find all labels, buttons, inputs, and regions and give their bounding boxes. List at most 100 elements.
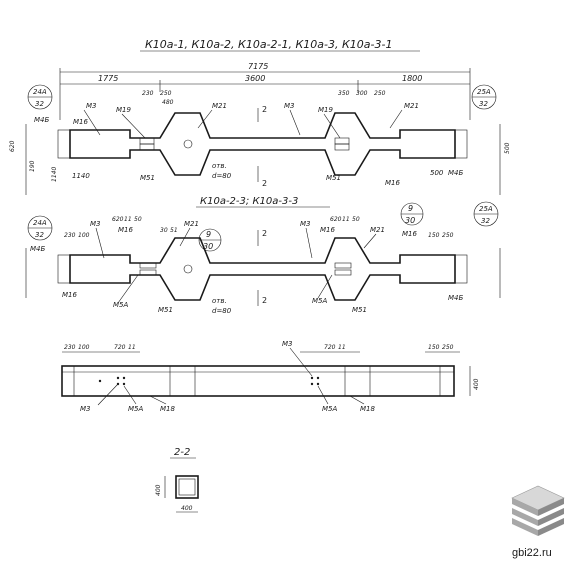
mid-d3: 50 (134, 216, 142, 223)
callout-5-top: 9 (408, 204, 413, 213)
dim-right: 1800 (402, 74, 422, 83)
section-2-2: 2-2 400 400 (155, 447, 199, 513)
dim-h1: 620 (9, 140, 16, 152)
plan-d3-r: 720 (324, 344, 336, 351)
label-m16-mid: М16 (118, 226, 133, 234)
mid-d7: 250 (442, 232, 454, 239)
callout-3-bot: 30 (203, 242, 213, 251)
callout-2-top: 25А (477, 88, 491, 96)
plan-d4-r: 11 (338, 344, 346, 351)
label-hole-d-mid: d=80 (212, 307, 232, 315)
dim-d5: 300 (356, 90, 368, 97)
label-m16-top-r: М16 (385, 179, 400, 187)
plan-d2: 100 (78, 344, 90, 351)
label-hole-mid: отв. (212, 297, 227, 305)
callout-6-bot: 32 (481, 217, 490, 225)
label-m5a-mid: М5А (113, 301, 128, 309)
sec-mark-top-a: 2 (262, 105, 267, 114)
callout-4-bot: 32 (35, 231, 44, 239)
dim-mid: 3600 (245, 74, 265, 83)
label-m16-top: М16 (73, 118, 88, 126)
site-logo-icon (511, 485, 565, 536)
plan-d5: 150 (428, 344, 440, 351)
label-m3-top: М3 (86, 102, 97, 110)
label-m3-plan: М3 (80, 405, 91, 413)
dim-left: 1775 (98, 74, 118, 83)
site-label[interactable]: gbi22.ru (512, 547, 552, 559)
callout-4-top: 24А (33, 219, 47, 227)
dim-d1: 230 (142, 90, 154, 97)
label-m5a-plan-r: М5А (322, 405, 337, 413)
label-m21-mid-r: М21 (370, 226, 385, 234)
dim-d4: 350 (338, 90, 350, 97)
callout-3-top: 9 (206, 230, 211, 239)
plan-view: 230 100 720 11 720 11 150 250 400 М3 М5А… (61, 340, 480, 413)
dim-d2: 250 (160, 90, 172, 97)
label-m51-top-r: М51 (326, 174, 341, 182)
label-hole-d-top: d=80 (212, 172, 232, 180)
dim-total: 7175 (248, 62, 268, 71)
mid-d9: 51 (170, 227, 178, 234)
dim-d3: 480 (162, 99, 174, 106)
label-m19-top: М19 (116, 106, 131, 114)
callout-2-bot: 32 (479, 100, 488, 108)
mid-d1-r: 620 (330, 216, 342, 223)
title-middle: К10а-2-3; К10а-3-3 (200, 196, 298, 207)
mid-d2-r: 11 (342, 216, 350, 223)
top-elevation: 7175 1775 3600 1800 230 250 480 350 300 … (9, 62, 511, 195)
dim-1140: 1140 (72, 172, 90, 180)
callout-1-top: 24А (33, 88, 47, 96)
title-top: К10а-1, К10а-2, К10а-2-1, К10а-3, К10а-3… (145, 38, 392, 51)
label-m4b-mid: М4Б (30, 245, 45, 253)
label-m21-top-r: М21 (404, 102, 419, 110)
label-m3-plan-r: М3 (282, 340, 293, 348)
label-m4b-mid-r: М4Б (448, 294, 463, 302)
plan-d6: 250 (442, 344, 454, 351)
label-hole-top: отв. (212, 162, 227, 170)
plan-d1: 230 (64, 344, 76, 351)
mid-d2: 11 (124, 216, 132, 223)
label-m5a-mid-r: М5А (312, 297, 327, 305)
label-m5a-plan: М5А (128, 405, 143, 413)
label-m18-plan: М18 (160, 405, 175, 413)
label-m51-top: М51 (140, 174, 155, 182)
mid-d8: 30 (160, 227, 168, 234)
label-m4b-top-r: М4Б (448, 169, 463, 177)
mid-d3-r: 50 (352, 216, 360, 223)
label-m3-top-r: М3 (284, 102, 295, 110)
dim-h3: 1140 (51, 167, 58, 182)
section-w: 400 (181, 505, 193, 512)
dim-h2: 190 (29, 160, 36, 172)
middle-elevation: 2 2 620 11 50 620 11 50 230 100 150 250 … (25, 201, 501, 315)
mid-d6: 150 (428, 232, 440, 239)
sec-mark-top-b: 2 (262, 179, 267, 188)
label-m16-mid-rr: М16 (402, 230, 417, 238)
dim-500: 500 (430, 169, 444, 177)
label-m3-mid: М3 (90, 220, 101, 228)
callout-1-bot: 32 (35, 100, 44, 108)
mid-d1: 620 (112, 216, 124, 223)
callout-5-bot: 30 (405, 216, 415, 225)
plan-d3: 720 (114, 344, 126, 351)
dim-h4: 500 (504, 142, 511, 154)
callout-6-top: 25А (479, 205, 493, 213)
label-m51-mid: М51 (158, 306, 173, 314)
label-m3-mid-r: М3 (300, 220, 311, 228)
label-m16-mid-l: М16 (62, 291, 77, 299)
label-m51-mid-r: М51 (352, 306, 367, 314)
section-title: 2-2 (174, 447, 190, 458)
label-m4b-top: М4Б (34, 116, 49, 124)
plan-d4: 11 (128, 344, 136, 351)
mid-d5: 100 (78, 232, 90, 239)
label-m16-mid-r: М16 (320, 226, 335, 234)
dim-d6: 250 (374, 90, 386, 97)
label-m19-top-r: М19 (318, 106, 333, 114)
sec-mark-mid-b: 2 (262, 296, 267, 305)
sec-mark-mid-a: 2 (262, 229, 267, 238)
label-m21-mid: М21 (184, 220, 199, 228)
mid-d4: 230 (64, 232, 76, 239)
plan-h1: 400 (473, 378, 480, 390)
label-m21-top: М21 (212, 102, 227, 110)
label-m18-plan-r: М18 (360, 405, 375, 413)
